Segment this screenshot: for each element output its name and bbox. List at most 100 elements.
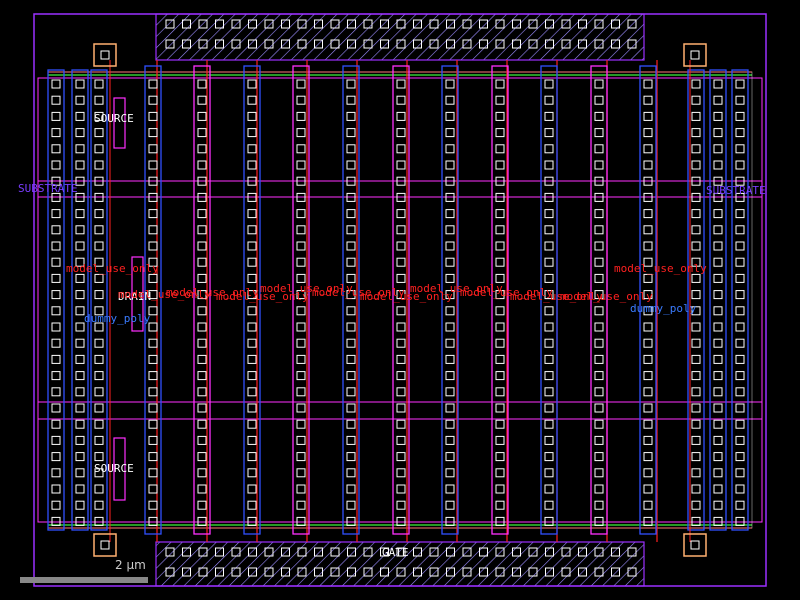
gate-bus-contact	[264, 39, 274, 49]
gate-bus-contact	[380, 19, 389, 29]
substrate-contact	[94, 290, 104, 300]
finger-contact	[544, 387, 554, 397]
finger-contact	[197, 257, 207, 267]
substrate-contact	[75, 387, 85, 397]
finger-contact	[643, 257, 653, 267]
substrate-contact	[51, 144, 61, 154]
finger-contact	[495, 209, 505, 219]
substrate-contact	[94, 144, 104, 154]
substrate-contact	[94, 500, 104, 510]
finger-contact	[643, 354, 653, 364]
finger-contact	[445, 516, 455, 526]
finger-contact	[544, 241, 554, 251]
substrate-contact	[713, 160, 723, 170]
gate-bus-contact	[561, 547, 571, 557]
gate-bus-contact	[627, 39, 637, 49]
gate-bus-contact	[330, 567, 340, 577]
substrate-contact	[691, 79, 701, 89]
gate-bus-contact	[182, 567, 191, 577]
finger-contact	[643, 192, 653, 202]
gate-bus-contact	[528, 547, 538, 557]
finger-contact	[396, 79, 406, 89]
finger-contact	[247, 371, 257, 381]
finger-contact	[396, 176, 406, 186]
finger-contact	[396, 500, 406, 510]
substrate-contact	[75, 144, 85, 154]
gate-bus-contact	[231, 19, 241, 29]
substrate-contact	[75, 111, 85, 121]
substrate-contact	[691, 516, 701, 526]
finger-contact	[346, 225, 356, 235]
finger-contact	[346, 144, 356, 154]
finger-contact	[247, 516, 257, 526]
substrate-contact	[75, 322, 85, 332]
finger-contact	[197, 79, 207, 89]
finger-contact	[148, 484, 158, 494]
substrate-contact	[51, 419, 61, 429]
gate-bus-contact	[264, 19, 274, 29]
substrate-contact	[94, 273, 104, 283]
gate-bus-contact	[495, 39, 505, 49]
finger-contact	[445, 403, 455, 413]
model-use-only-label: model_use_only	[216, 290, 309, 303]
finger-contact	[495, 322, 505, 332]
substrate-contact	[75, 338, 85, 348]
finger-contact	[544, 322, 554, 332]
finger-contact	[247, 322, 257, 332]
finger-contact	[495, 128, 505, 138]
corner-pad	[93, 533, 117, 557]
substrate-contact	[735, 452, 745, 462]
gate-bus-contact	[198, 19, 208, 29]
finger-contact	[247, 79, 257, 89]
finger-contact	[197, 225, 207, 235]
source-band-bottom	[37, 418, 763, 523]
gate-bus-contact	[215, 39, 224, 49]
finger-contact	[643, 452, 653, 462]
finger-contact	[544, 452, 554, 462]
substrate-contact	[735, 435, 745, 445]
finger-contact	[346, 257, 356, 267]
finger-contact	[445, 176, 455, 186]
gate-bus-contact	[462, 567, 472, 577]
finger-contact	[197, 419, 207, 429]
model-use-only-label: model_use_only	[66, 262, 159, 275]
finger-contact	[643, 144, 653, 154]
substrate-metal	[687, 69, 705, 531]
finger-contact	[247, 192, 257, 202]
finger-contact	[148, 468, 158, 478]
model-use-only-label: model_use_only	[260, 282, 353, 295]
finger-contact	[594, 209, 604, 219]
gate-bus-contact	[512, 39, 521, 49]
substrate-contact	[691, 192, 701, 202]
substrate-contact	[51, 500, 61, 510]
substrate-contact	[51, 95, 61, 105]
gate-bus-contact	[281, 19, 290, 29]
gate-bus-contact	[429, 39, 439, 49]
finger-contact	[445, 338, 455, 348]
gate-bus-contact	[347, 547, 356, 557]
finger-contact	[396, 468, 406, 478]
source-band-top	[37, 77, 763, 182]
finger-contact	[396, 128, 406, 138]
gate-bus-contact	[347, 567, 356, 577]
finger-contact	[396, 290, 406, 300]
finger-contact	[296, 209, 306, 219]
gate-bus-contact	[182, 19, 191, 29]
finger-contact	[495, 500, 505, 510]
gate-bus-contact	[165, 567, 175, 577]
finger-contact	[495, 403, 505, 413]
gate-bus-contact	[413, 567, 422, 577]
finger-contact	[346, 160, 356, 170]
drain-label: DRAIN	[118, 290, 151, 303]
finger-contact	[396, 419, 406, 429]
substrate-contact	[94, 403, 104, 413]
finger-contact	[148, 144, 158, 154]
finger-contact	[445, 371, 455, 381]
finger-contact	[296, 435, 306, 445]
gate-bus-contact	[561, 567, 571, 577]
finger-contact	[643, 176, 653, 186]
finger-contact	[396, 403, 406, 413]
finger-contact	[594, 516, 604, 526]
substrate-contact	[94, 322, 104, 332]
finger-contact	[643, 209, 653, 219]
